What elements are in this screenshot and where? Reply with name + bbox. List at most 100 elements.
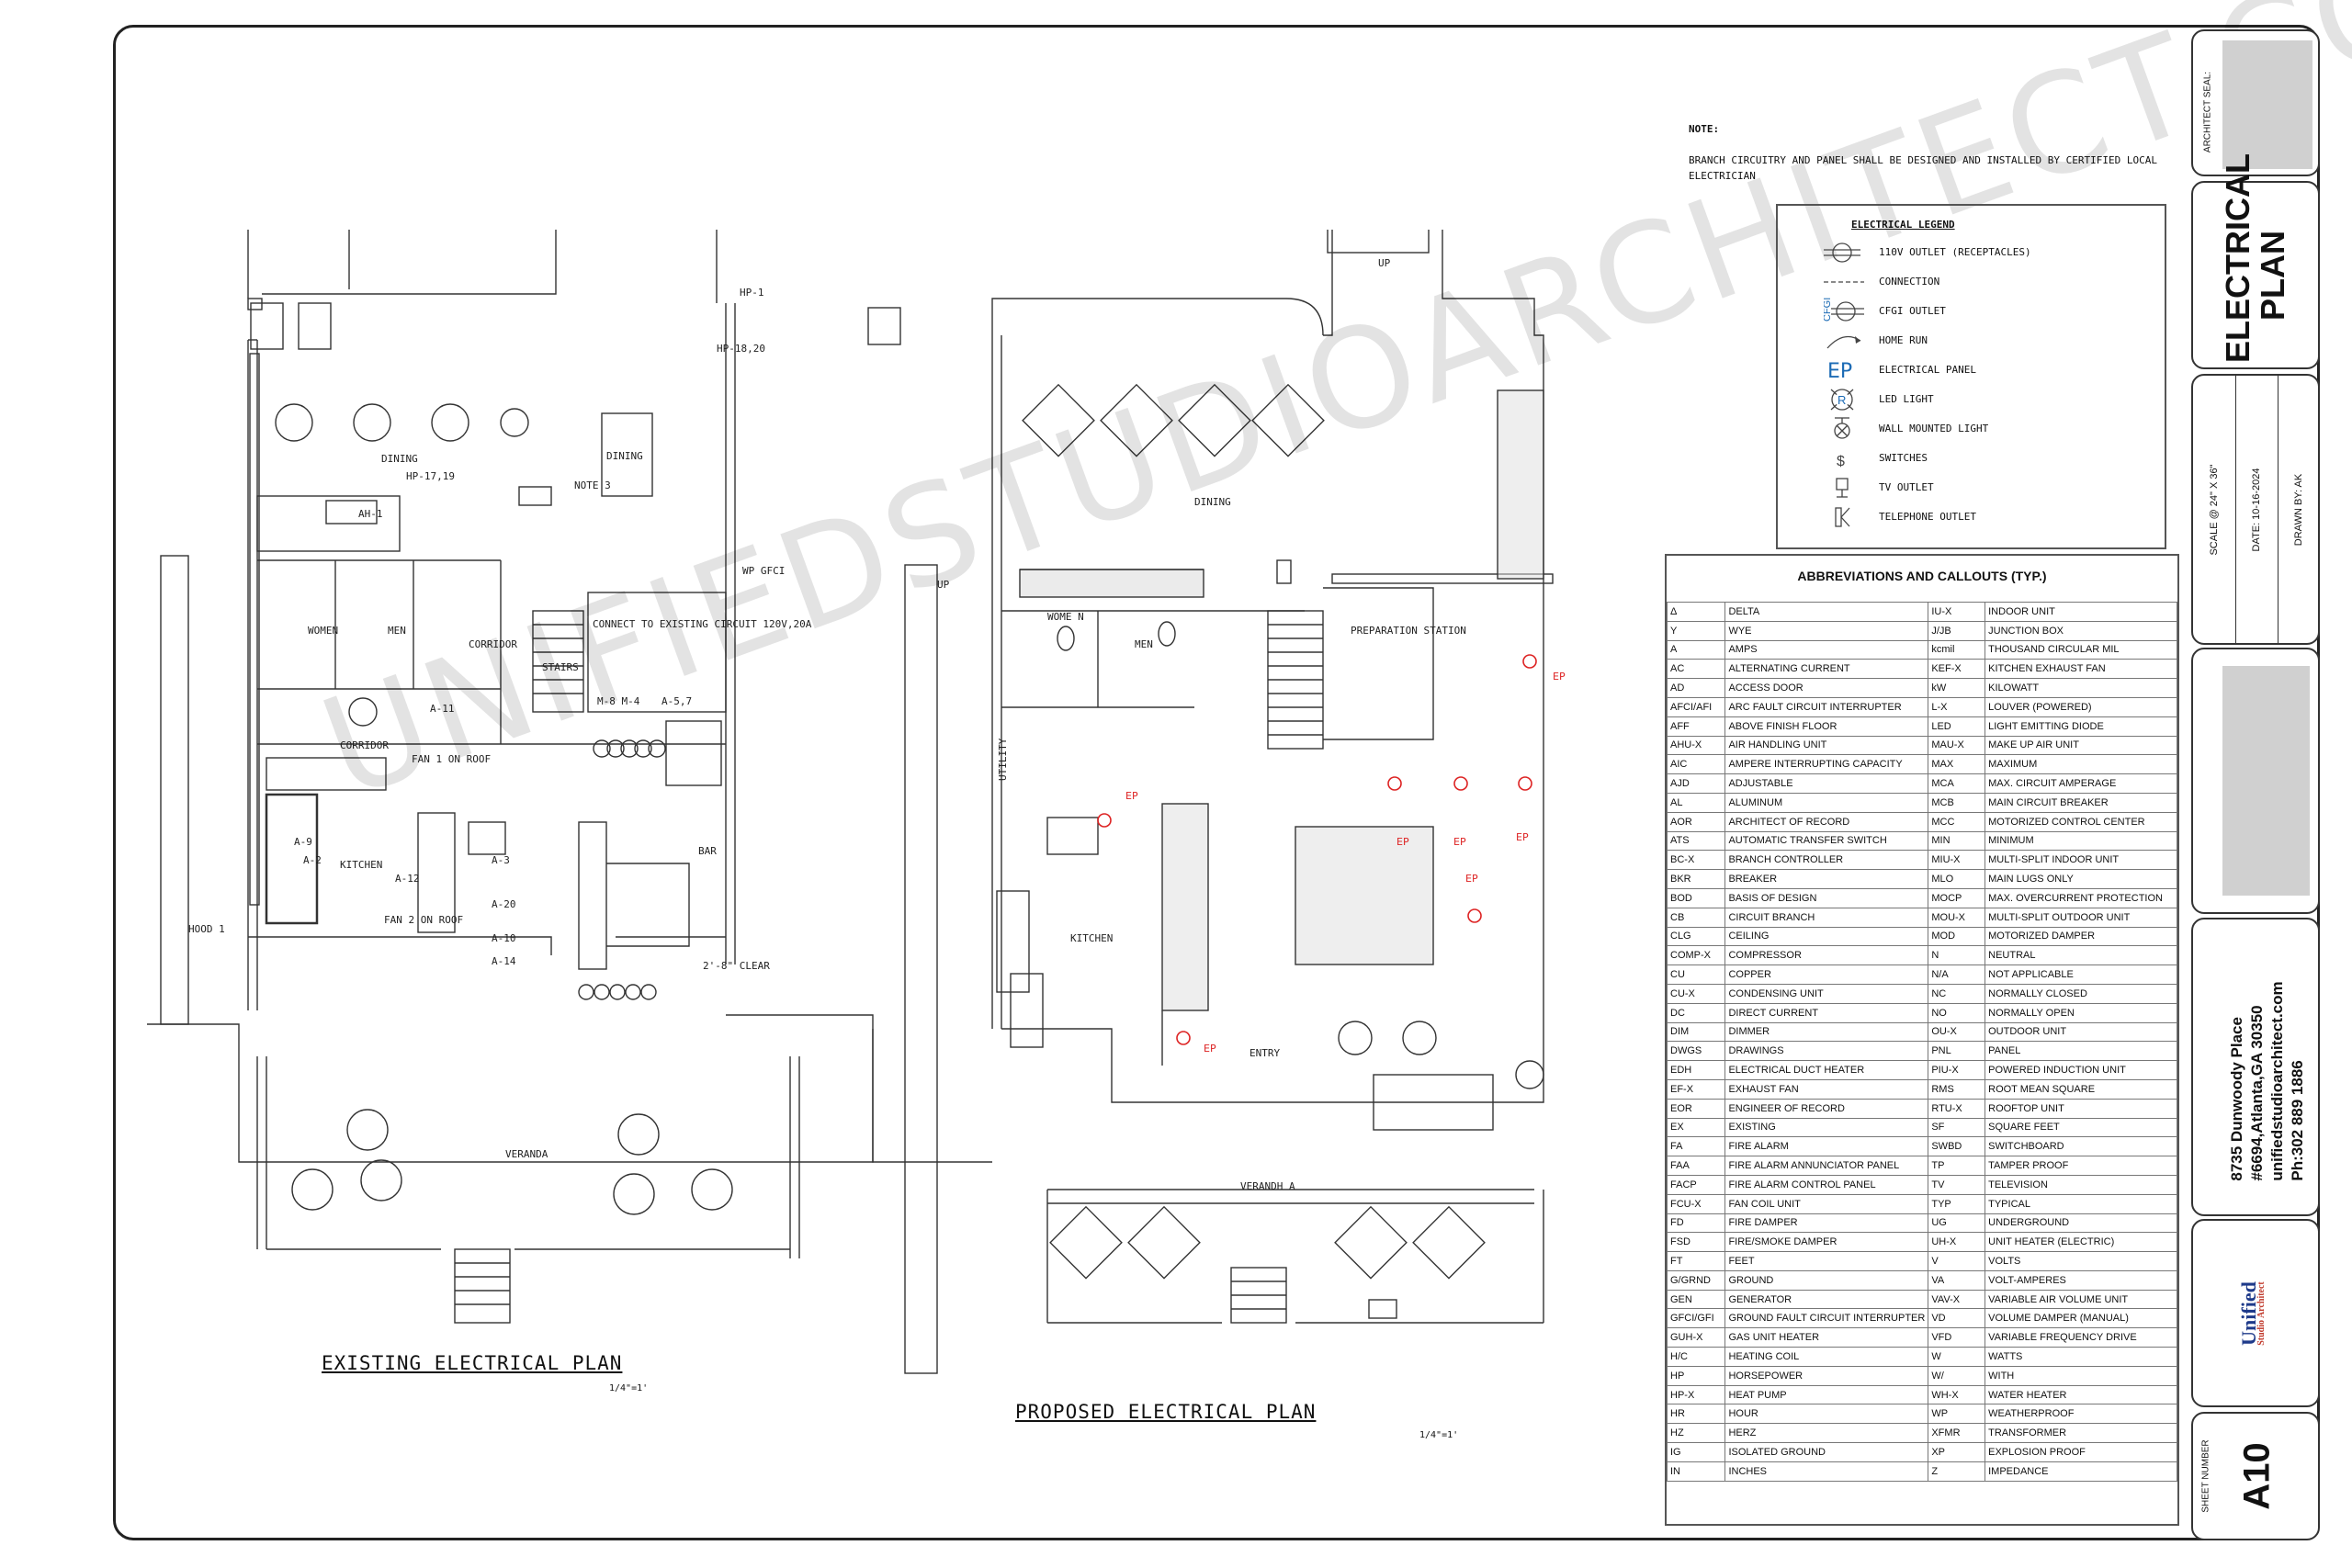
abbreviation-meaning: KILOWATT <box>1984 678 2177 698</box>
abbreviation-meaning: DELTA <box>1724 602 1929 622</box>
abbreviation-meaning: AIR HANDLING UNIT <box>1724 735 1929 756</box>
abbreviation-code: DWGS <box>1666 1041 1726 1062</box>
legend-item-led: R LED LIGHT <box>1778 385 2168 414</box>
abbreviation-code: UH-X <box>1928 1232 1986 1253</box>
abbreviation-meaning: FIRE ALARM <box>1724 1136 1929 1157</box>
abbreviation-code: RMS <box>1928 1078 1986 1100</box>
abbreviation-code: W/ <box>1928 1365 1986 1386</box>
electrical-legend: ELECTRICAL LEGEND 110V OUTLET (RECEPTACL… <box>1776 204 2166 549</box>
a57-label: A-5,7 <box>662 695 692 707</box>
receptacle-icon <box>1824 243 1860 263</box>
switch-icon: $ <box>1837 454 1845 469</box>
abbreviation-meaning: MAIN CIRCUIT BREAKER <box>1984 792 2177 813</box>
abbreviation-meaning: CEILING <box>1724 926 1929 947</box>
phone: Ph:302 889 1886 <box>2289 1060 2306 1181</box>
abbreviation-meaning: EXHAUST FAN <box>1724 1078 1929 1100</box>
placeholder-box <box>2222 666 2310 896</box>
connect-label: CONNECT TO EXISTING CIRCUIT 120V,20A <box>593 618 812 630</box>
abbreviation-code: WH-X <box>1928 1384 1986 1405</box>
ep-label: EP <box>1553 671 1566 682</box>
abbreviation-code: kcmil <box>1928 639 1986 660</box>
abbreviation-code: GFCI/GFI <box>1666 1308 1726 1329</box>
abbreviation-meaning: JUNCTION BOX <box>1984 620 2177 641</box>
abbreviation-code: DIM <box>1666 1021 1726 1043</box>
abbreviation-meaning: MAX. CIRCUIT AMPERAGE <box>1984 773 2177 794</box>
proposed-women-label: WOME N <box>1047 611 1084 623</box>
abbreviation-code: VA <box>1928 1269 1986 1291</box>
abbreviation-meaning: MOTORIZED DAMPER <box>1984 926 2177 947</box>
logo-cell: Unified Studio Architect <box>2191 1219 2320 1407</box>
website: unifiedstudioarchitect.com <box>2268 981 2286 1181</box>
existing-plan-scale: 1/4"=1' <box>609 1383 649 1393</box>
abbreviation-code: ATS <box>1666 830 1726 852</box>
abbreviation-code: UG <box>1928 1213 1986 1234</box>
veranda-label: VERANDA <box>505 1148 548 1160</box>
tv-outlet-icon <box>1836 478 1849 498</box>
abbreviation-meaning: ISOLATED GROUND <box>1724 1442 1929 1462</box>
abbreviation-meaning: VOLT-AMPERES <box>1984 1269 2177 1291</box>
abbreviation-meaning: MOTORIZED CONTROL CENTER <box>1984 811 2177 832</box>
abbreviation-code: MCC <box>1928 811 1986 832</box>
sheet-title-cell: ELECTRICAL PLAN <box>2191 153 2320 369</box>
abbreviation-code: SWBD <box>1928 1136 1986 1157</box>
abbreviation-code: J/JB <box>1928 620 1986 641</box>
a3-label: A-3 <box>492 854 510 866</box>
ep-label: EP <box>1204 1043 1216 1055</box>
a20-label: A-20 <box>492 898 516 910</box>
entry-label: ENTRY <box>1250 1047 1280 1059</box>
a14-label: A-14 <box>492 955 516 967</box>
abbreviation-meaning: ENGINEER OF RECORD <box>1724 1098 1929 1119</box>
abbreviation-code: XP <box>1928 1442 1986 1462</box>
abbreviation-meaning: FIRE DAMPER <box>1724 1213 1929 1234</box>
abbreviation-meaning: FIRE ALARM ANNUNCIATOR PANEL <box>1724 1156 1929 1176</box>
note-title: NOTE: <box>1689 123 1720 135</box>
abbreviation-code: HP <box>1666 1365 1726 1386</box>
abbreviation-meaning: AUTOMATIC TRANSFER SWITCH <box>1724 830 1929 852</box>
abbreviation-meaning: WATTS <box>1984 1347 2177 1367</box>
abbreviation-meaning: MAXIMUM <box>1984 754 2177 775</box>
abbreviation-meaning: HOUR <box>1724 1404 1929 1425</box>
abbreviation-code: FAA <box>1666 1156 1726 1176</box>
abbreviation-meaning: SWITCHBOARD <box>1984 1136 2177 1157</box>
abbreviation-code: NO <box>1928 1002 1986 1023</box>
abbreviation-code: EDH <box>1666 1060 1726 1080</box>
sheet-number-label: SHEET NUMBER <box>2200 1439 2211 1513</box>
existing-dining2-label: DINING <box>606 450 643 462</box>
abbreviation-code: AHU-X <box>1666 735 1726 756</box>
abbreviation-code: EX <box>1666 1117 1726 1138</box>
bar-label: BAR <box>698 845 717 857</box>
abbreviation-meaning: FEET <box>1724 1251 1929 1271</box>
abbreviation-code: HR <box>1666 1404 1726 1425</box>
sheet-number-cell: SHEET NUMBER A10 <box>2191 1412 2320 1540</box>
abbreviation-code: EF-X <box>1666 1078 1726 1100</box>
abbreviation-meaning: ELECTRICAL DUCT HEATER <box>1724 1060 1929 1080</box>
abbreviation-code: CLG <box>1666 926 1726 947</box>
abbreviation-code: CB <box>1666 907 1726 928</box>
firm-logo: Unified Studio Architect <box>2237 1280 2267 1346</box>
abbreviation-meaning: ARC FAULT CIRCUIT INTERRUPTER <box>1724 696 1929 717</box>
abbreviation-code: DC <box>1666 1002 1726 1023</box>
svg-text:R: R <box>1838 393 1846 407</box>
abbreviation-meaning: GROUND FAULT CIRCUIT INTERRUPTER <box>1724 1308 1929 1329</box>
scale-label: SCALE @ 24" X 36" <box>2209 463 2220 556</box>
abbreviation-code: GUH-X <box>1666 1327 1726 1348</box>
abbreviation-meaning: VOLUME DAMPER (MANUAL) <box>1984 1308 2177 1329</box>
abbreviation-meaning: MULTI-SPLIT OUTDOOR UNIT <box>1984 907 2177 928</box>
a10-label: A-10 <box>492 932 516 944</box>
abbreviation-meaning: NORMALLY CLOSED <box>1984 983 2177 1004</box>
legend-item-receptacle: 110V OUTLET (RECEPTACLES) <box>1778 238 2168 267</box>
wall-light-icon <box>1834 417 1850 439</box>
abbreviation-code: MOD <box>1928 926 1986 947</box>
